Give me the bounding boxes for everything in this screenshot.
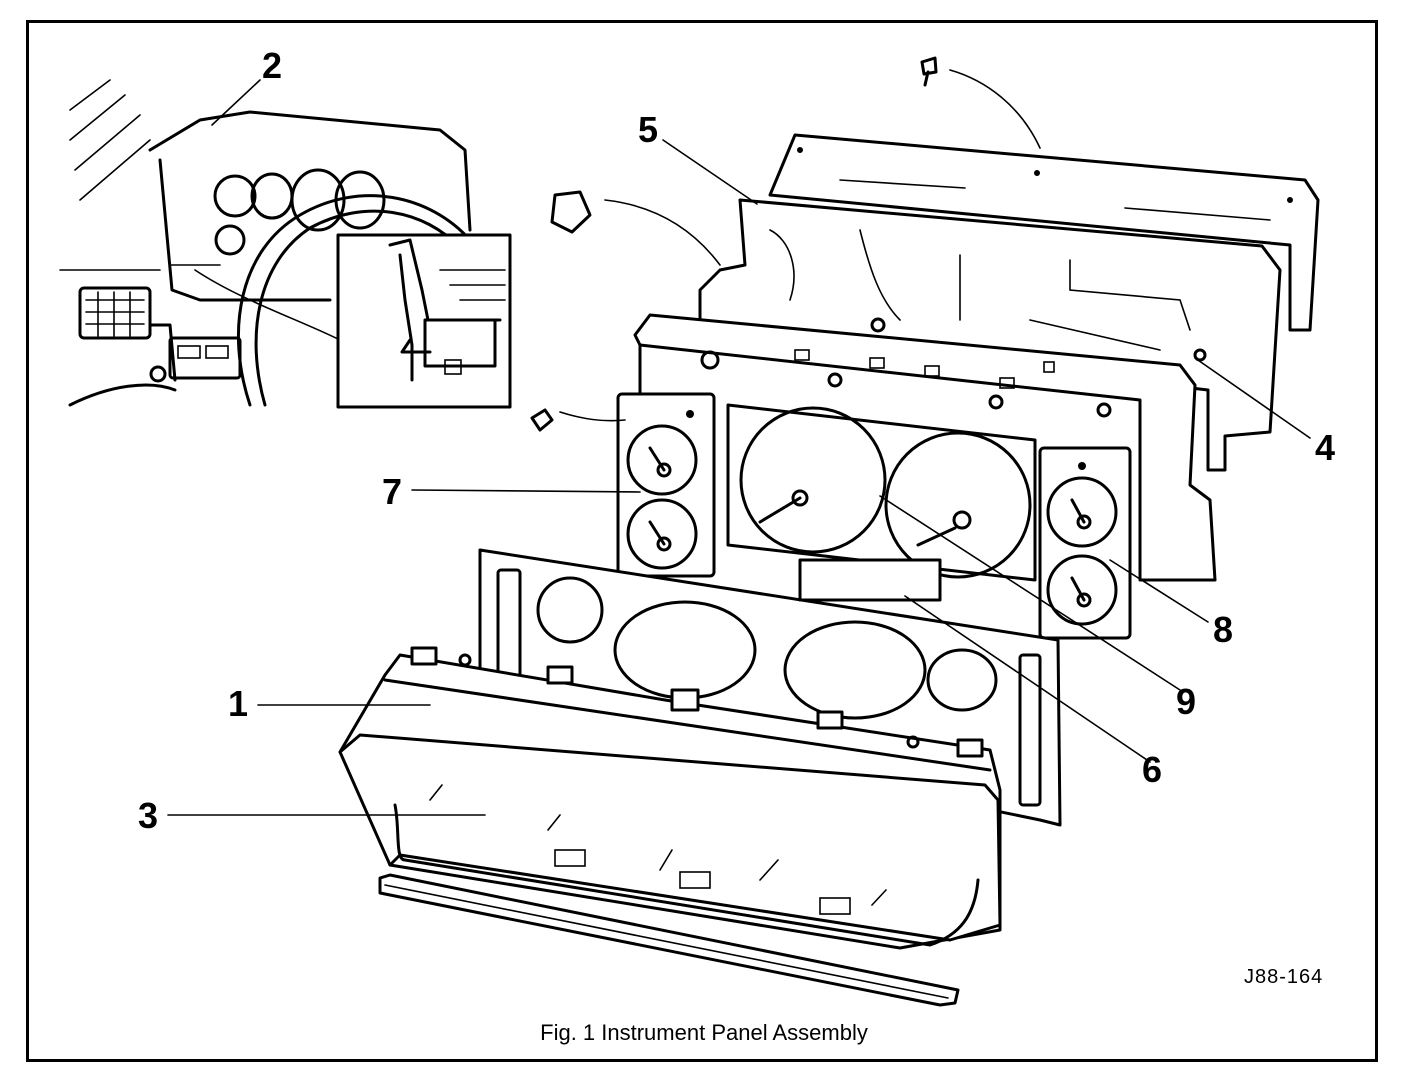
callout-3: 3: [138, 795, 159, 836]
vehicle-interior-inset: [59, 79, 512, 409]
figure-caption: Fig. 1 Instrument Panel Assembly: [540, 1020, 868, 1045]
callout-6: 6: [1142, 749, 1163, 790]
callout-2: 2: [262, 45, 283, 86]
main-gauge-face: [726, 403, 1037, 582]
figure-code: J88-164: [1244, 966, 1324, 988]
leader-lines: [167, 79, 1311, 816]
callout-8: 8: [1213, 609, 1234, 650]
callout-1: 1: [228, 683, 249, 724]
callout-5: 5: [638, 109, 659, 150]
left-gauge-pod: [616, 392, 716, 578]
figure-frame: [26, 20, 1378, 1062]
cluster-lens: [338, 733, 1002, 947]
right-gauge-pod: [1038, 446, 1132, 640]
callout-7: 7: [382, 471, 403, 512]
lower-trim-strip: [378, 873, 960, 1007]
callout-4: 4: [1315, 427, 1336, 468]
rear-housing: [768, 133, 1320, 332]
printed-circuit: [698, 198, 1282, 472]
callout-9: 9: [1176, 681, 1197, 722]
fasteners: [530, 56, 1041, 432]
